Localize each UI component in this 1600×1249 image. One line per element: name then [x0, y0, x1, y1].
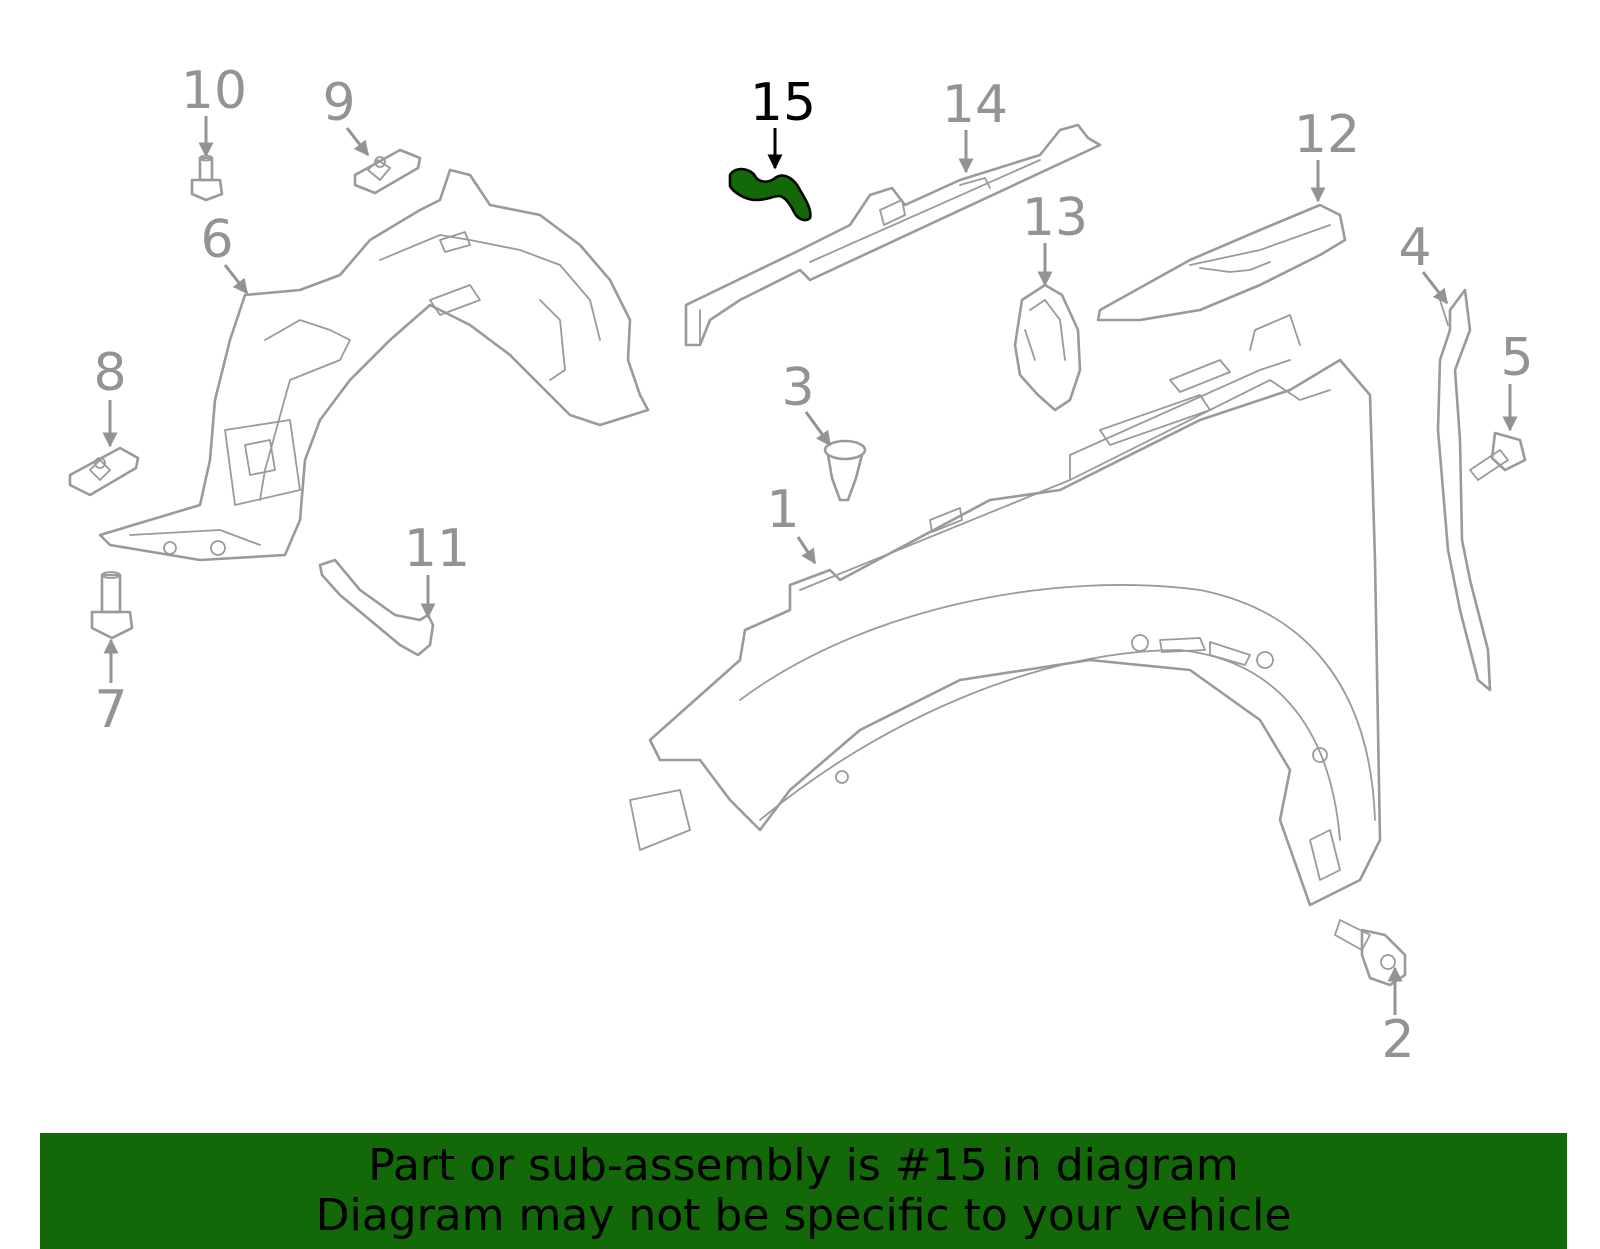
- part-4-seal[interactable]: [1436, 288, 1492, 692]
- part-5-bolt[interactable]: [1469, 431, 1527, 481]
- part-6-fender-liner[interactable]: [98, 168, 650, 562]
- callout-13[interactable]: 13: [1022, 188, 1088, 287]
- callout-15[interactable]: 15: [750, 73, 816, 170]
- part-11-bracket[interactable]: [318, 558, 435, 657]
- part-14-rail[interactable]: [684, 123, 1102, 347]
- part-9-clip-nut[interactable]: [353, 148, 422, 195]
- callout-8[interactable]: 8: [93, 343, 127, 448]
- callout-5[interactable]: 5: [1500, 328, 1534, 432]
- callout-label-15: 15: [750, 73, 816, 133]
- callout-14[interactable]: 14: [942, 75, 1008, 174]
- callout-label-1: 1: [766, 480, 799, 540]
- callout-leader-4: [1421, 271, 1449, 305]
- callout-leader-1: [796, 536, 817, 565]
- callout-label-4: 4: [1398, 218, 1431, 278]
- part-7-stud-bolt[interactable]: [90, 571, 134, 640]
- callout-label-9: 9: [322, 73, 355, 133]
- part-8-clip-nut[interactable]: [68, 446, 140, 497]
- callout-label-12: 12: [1294, 105, 1360, 165]
- callout-label-14: 14: [942, 75, 1008, 135]
- callout-label-7: 7: [94, 680, 127, 740]
- part-15-highlighted-bracket[interactable]: [728, 167, 812, 222]
- part-10-bolt[interactable]: [190, 154, 224, 202]
- callout-11[interactable]: 11: [404, 519, 470, 619]
- callout-7[interactable]: 7: [94, 638, 128, 740]
- callout-1[interactable]: 1: [766, 480, 817, 565]
- callout-label-13: 13: [1022, 188, 1088, 248]
- part-12-trim[interactable]: [1096, 203, 1347, 322]
- callout-leader-9: [345, 127, 370, 157]
- callout-leader-3: [804, 411, 832, 447]
- callout-label-2: 2: [1381, 1010, 1414, 1070]
- callout-label-5: 5: [1500, 328, 1533, 388]
- callout-6[interactable]: 6: [200, 210, 249, 295]
- callout-3[interactable]: 3: [781, 358, 832, 447]
- callout-12[interactable]: 12: [1294, 105, 1360, 203]
- callout-9[interactable]: 9: [322, 73, 370, 157]
- callout-label-10: 10: [181, 61, 247, 121]
- callout-2[interactable]: 2: [1381, 966, 1415, 1070]
- callout-4[interactable]: 4: [1398, 218, 1449, 305]
- part-1-fender[interactable]: [629, 314, 1382, 907]
- callout-label-6: 6: [200, 210, 233, 270]
- callout-label-8: 8: [93, 343, 126, 403]
- part-13-cover[interactable]: [1013, 283, 1082, 412]
- callout-leader-6: [223, 264, 249, 295]
- callout-label-3: 3: [781, 358, 814, 418]
- banner-part-line: Part or sub-assembly is #15 in diagram: [368, 1140, 1239, 1191]
- callout-10[interactable]: 10: [181, 61, 247, 158]
- info-banner: Part or sub-assembly is #15 in diagram D…: [40, 1133, 1567, 1249]
- callout-label-11: 11: [404, 519, 470, 579]
- part-3-push-clip[interactable]: [823, 439, 867, 502]
- banner-disclaimer-line: Diagram may not be specific to your vehi…: [315, 1190, 1292, 1241]
- exploded-parts-diagram: 1 2 3 4 5 6 7 8: [68, 61, 1534, 1070]
